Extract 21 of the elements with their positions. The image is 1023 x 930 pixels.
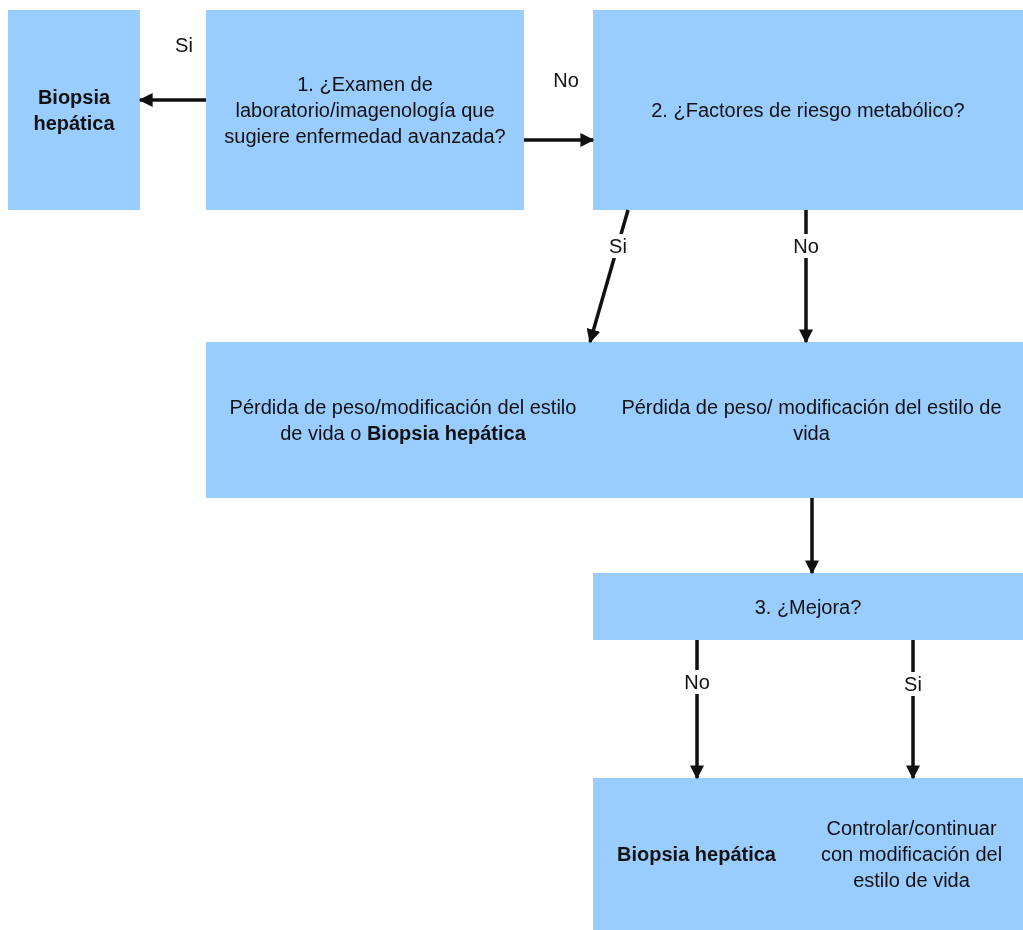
process-box bbox=[800, 778, 1023, 930]
arrow bbox=[586, 209, 630, 344]
box-text: Biopsia hepática bbox=[617, 842, 776, 867]
process-box bbox=[206, 10, 524, 210]
process-box bbox=[593, 778, 800, 930]
box-text: 3. ¿Mejora? bbox=[754, 594, 862, 620]
box-text: Biopsia hepática bbox=[32, 85, 116, 136]
arrow bbox=[906, 640, 920, 780]
box-text: 1. ¿Examen de laboratorio/imagenología que sugiere enfermedad avanzada? bbox=[223, 72, 507, 149]
box-text: Pérdida de peso/ modificación del estilo de vida bbox=[620, 395, 1003, 446]
box-text: Pérdida de peso/modificación del estilo de vida o Biopsia hepática bbox=[228, 395, 578, 446]
arrow bbox=[138, 93, 206, 107]
arrow bbox=[805, 498, 819, 575]
process-box bbox=[593, 10, 1023, 210]
box-text: 2. ¿Factores de riesgo metabólico? bbox=[651, 98, 965, 123]
arrow bbox=[524, 133, 595, 147]
process-box bbox=[600, 342, 1023, 498]
box-text: Controlar/continuar con modificación del estilo de vida bbox=[819, 816, 1004, 893]
process-box bbox=[206, 342, 600, 498]
process-box bbox=[8, 10, 140, 210]
process-box bbox=[593, 573, 1023, 640]
